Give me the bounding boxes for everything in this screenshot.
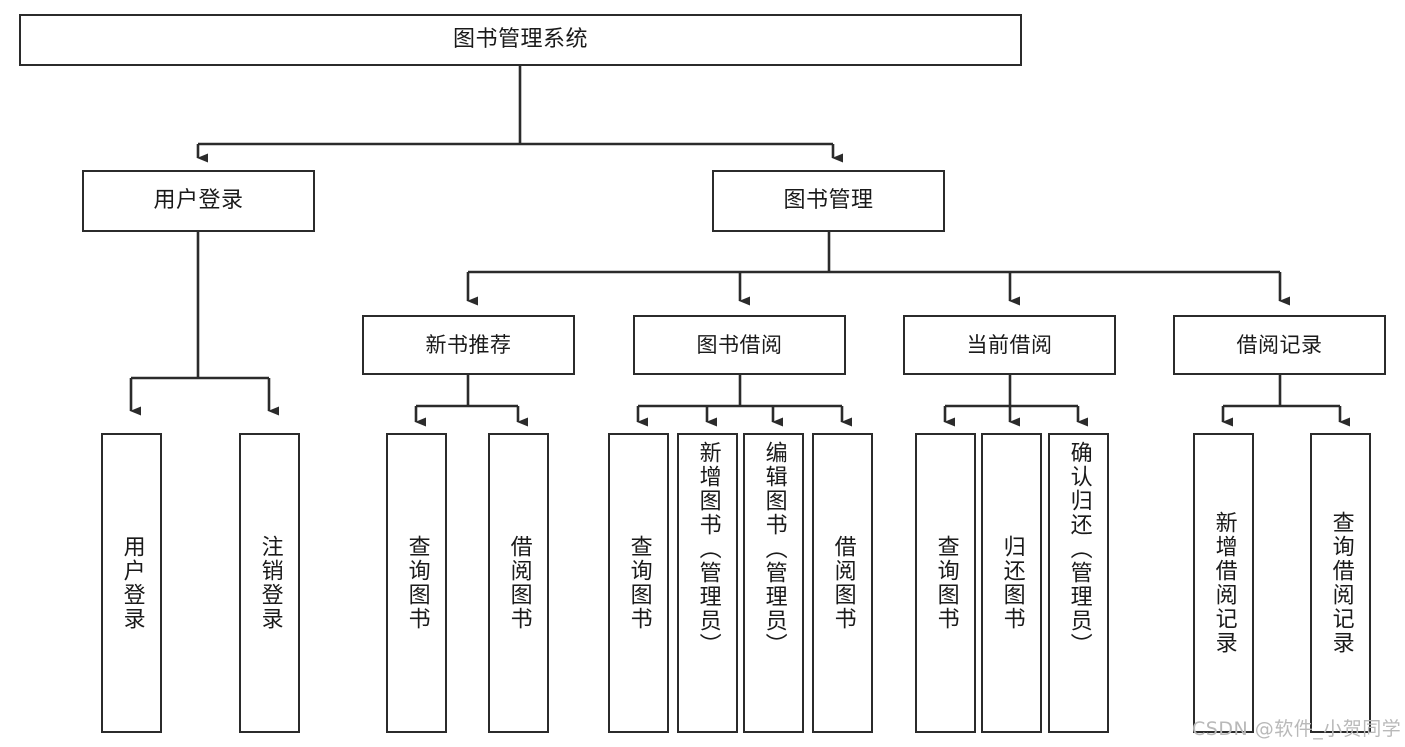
node-leaf-user-login[interactable]: 用户登录 — [101, 433, 162, 733]
node-book-management[interactable]: 图书管理 — [712, 170, 945, 232]
node-label: 查询借阅记录 — [1328, 511, 1354, 655]
node-label: 新增借阅记录 — [1211, 511, 1237, 655]
node-label: 查询图书 — [404, 535, 430, 631]
node-leaf-return-book[interactable]: 归还图书 — [981, 433, 1042, 733]
node-label: 当前借阅 — [966, 332, 1053, 357]
node-leaf-borrow-book-borrow[interactable]: 借阅图书 — [812, 433, 873, 733]
node-leaf-add-borrow-record[interactable]: 新增借阅记录 — [1193, 433, 1254, 733]
node-leaf-borrow-book-recommend[interactable]: 借阅图书 — [488, 433, 549, 733]
node-label: 图书管理系统 — [452, 27, 588, 53]
node-label: 借阅图书 — [830, 535, 856, 631]
edge-bookborrow-to-leaves — [636, 375, 852, 427]
node-leaf-logout-login[interactable]: 注销登录 — [239, 433, 300, 733]
node-leaf-query-book-recommend[interactable]: 查询图书 — [386, 433, 447, 733]
node-label: 归还图书 — [999, 535, 1025, 631]
edge-borrowrecord-to-leaves — [1221, 375, 1350, 427]
node-leaf-confirm-return-admin[interactable]: 确认归还（管理员） — [1048, 433, 1109, 733]
node-borrow-record[interactable]: 借阅记录 — [1173, 315, 1386, 375]
node-label: 用户登录 — [153, 188, 244, 214]
edge-currentborrow-to-leaves — [943, 375, 1088, 427]
watermark-text: CSDN @软件_小贺同学 — [1192, 718, 1402, 740]
node-label: 图书管理 — [783, 188, 874, 214]
node-leaf-edit-book-admin[interactable]: 编辑图书（管理员） — [743, 433, 804, 733]
node-label: 用户登录 — [119, 535, 145, 631]
node-label: 查询图书 — [626, 535, 652, 631]
edge-root-to-level2 — [196, 66, 843, 163]
node-leaf-add-book-admin[interactable]: 新增图书（管理员） — [677, 433, 738, 733]
node-leaf-query-book-borrow[interactable]: 查询图书 — [608, 433, 669, 733]
node-root-book-management-system[interactable]: 图书管理系统 — [19, 14, 1022, 66]
node-label: 查询图书 — [933, 535, 959, 631]
node-book-borrow[interactable]: 图书借阅 — [633, 315, 846, 375]
node-label: 新书推荐 — [425, 332, 512, 357]
node-user-login[interactable]: 用户登录 — [82, 170, 315, 232]
node-label: 借阅记录 — [1236, 332, 1323, 357]
node-label: 确认归还（管理员） — [1066, 441, 1092, 657]
node-leaf-query-book-current[interactable]: 查询图书 — [915, 433, 976, 733]
node-label: 借阅图书 — [506, 535, 532, 631]
node-current-borrow[interactable]: 当前借阅 — [903, 315, 1116, 375]
node-label: 编辑图书（管理员） — [761, 441, 787, 657]
edge-newbook-to-leaves — [414, 375, 528, 427]
edge-bookmanage-to-level3 — [466, 232, 1290, 306]
edge-userlogin-to-leaves — [129, 232, 279, 416]
node-leaf-query-borrow-record[interactable]: 查询借阅记录 — [1310, 433, 1371, 733]
node-label: 新增图书（管理员） — [695, 441, 721, 657]
node-label: 图书借阅 — [696, 332, 783, 357]
node-new-book-recommend[interactable]: 新书推荐 — [362, 315, 575, 375]
node-label: 注销登录 — [257, 535, 283, 631]
